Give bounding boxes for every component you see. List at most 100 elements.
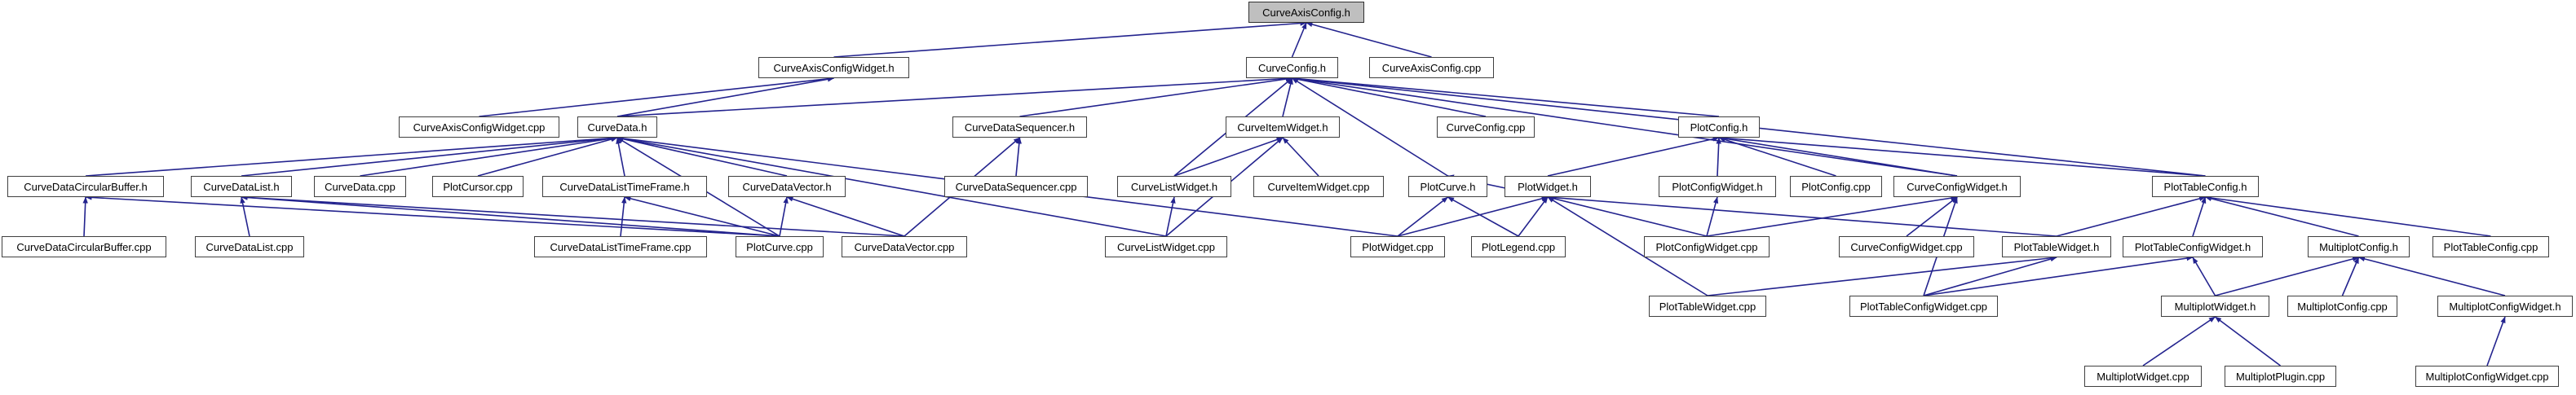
graph-edge: [1165, 196, 1176, 237]
graph-edge: [1015, 137, 1022, 177]
graph-node[interactable]: CurveItemWidget.h: [1226, 116, 1340, 138]
graph-edge: [241, 195, 780, 237]
graph-node[interactable]: CurveConfig.h: [1246, 57, 1338, 78]
graph-edge: [616, 77, 834, 117]
graph-edge: [1547, 136, 1720, 177]
graph-node[interactable]: PlotTableWidget.h: [2002, 236, 2111, 257]
graph-node[interactable]: CurveAxisConfig.h: [1248, 2, 1364, 23]
graph-edge: [1923, 257, 2057, 296]
graph-node[interactable]: CurveDataList.h: [191, 176, 292, 197]
graph-edge: [1282, 137, 1319, 177]
graph-edge: [1706, 196, 1719, 237]
graph-edge: [2486, 316, 2506, 366]
graph-node[interactable]: MultiplotConfigWidget.cpp: [2415, 366, 2559, 387]
graph-node[interactable]: PlotTableConfig.cpp: [2432, 236, 2549, 257]
graph-edge: [1547, 195, 2057, 237]
graph-edge: [2142, 316, 2216, 366]
graph-node[interactable]: MultiplotPlugin.cpp: [2225, 366, 2336, 387]
graph-node[interactable]: CurveData.cpp: [314, 176, 406, 197]
graph-edge: [1716, 137, 1721, 177]
graph-node[interactable]: MultiplotConfig.cpp: [2287, 296, 2397, 317]
graph-edge: [2215, 256, 2359, 296]
graph-node[interactable]: PlotCurve.cpp: [736, 236, 824, 257]
graph-node[interactable]: MultiplotConfig.h: [2308, 236, 2410, 257]
graph-edge: [1292, 76, 1720, 117]
graph-edge: [1718, 136, 1958, 177]
graph-node[interactable]: CurveDataList.cpp: [195, 236, 304, 257]
graph-node[interactable]: MultiplotConfigWidget.h: [2437, 296, 2573, 317]
graph-edge: [616, 76, 1292, 117]
graph-node[interactable]: PlotConfig.cpp: [1790, 176, 1882, 197]
graph-node[interactable]: CurveListWidget.h: [1117, 176, 1231, 197]
graph-node[interactable]: PlotConfig.h: [1678, 116, 1760, 138]
graph-node[interactable]: CurveAxisConfigWidget.cpp: [399, 116, 559, 138]
graph-edge: [2205, 195, 2359, 237]
graph-node[interactable]: CurveAxisConfigWidget.h: [758, 57, 909, 78]
graph-edge: [616, 136, 788, 177]
graph-edge: [2205, 195, 2491, 237]
graph-node[interactable]: CurveDataListTimeFrame.h: [542, 176, 707, 197]
graph-edge: [1292, 77, 1448, 177]
graph-edge: [1547, 195, 1708, 237]
graph-node[interactable]: CurveConfigWidget.cpp: [1839, 236, 1974, 257]
graph-node[interactable]: PlotCursor.cpp: [432, 176, 524, 197]
graph-node[interactable]: CurveDataListTimeFrame.cpp: [534, 236, 707, 257]
graph-node[interactable]: PlotConfigWidget.h: [1659, 176, 1776, 197]
graph-edge: [1397, 196, 1448, 237]
graph-edge: [1706, 195, 1958, 237]
graph-node[interactable]: PlotCurve.h: [1408, 176, 1487, 197]
graph-edge: [1518, 196, 1549, 237]
graph-edge: [1019, 76, 1292, 117]
graph-edge: [85, 135, 618, 177]
graph-node[interactable]: PlotTableConfigWidget.h: [2123, 236, 2263, 257]
graph-node[interactable]: CurveDataSequencer.cpp: [944, 176, 1088, 197]
graph-node[interactable]: CurveDataCircularBuffer.h: [7, 176, 164, 197]
graph-edge: [82, 196, 88, 237]
graph-node[interactable]: CurveDataCircularBuffer.cpp: [2, 236, 166, 257]
graph-edge: [1173, 137, 1284, 177]
graph-edge: [1282, 77, 1293, 117]
graph-node[interactable]: PlotWidget.h: [1505, 176, 1591, 197]
graph-edge: [479, 76, 834, 117]
graph-edge: [1292, 76, 1958, 177]
graph-edge: [786, 196, 905, 237]
graph-edge: [2056, 195, 2206, 237]
graph-edge: [1306, 21, 1432, 58]
graph-edge: [85, 195, 780, 237]
graph-node[interactable]: CurveConfigWidget.h: [1893, 176, 2021, 197]
graph-edge: [1707, 255, 2057, 296]
graph-node[interactable]: PlotTableConfig.h: [2152, 176, 2259, 197]
graph-node[interactable]: CurveDataSequencer.h: [952, 116, 1087, 138]
graph-edge: [241, 195, 905, 237]
graph-node[interactable]: CurveAxisConfig.cpp: [1369, 57, 1494, 78]
graph-node[interactable]: PlotTableWidget.cpp: [1649, 296, 1766, 317]
graph-edge: [1397, 195, 1549, 237]
graph-node[interactable]: PlotConfigWidget.cpp: [1644, 236, 1770, 257]
graph-edge: [2215, 316, 2281, 366]
graph-edge: [620, 196, 627, 237]
graph-node[interactable]: PlotLegend.cpp: [1471, 236, 1566, 257]
graph-edge: [1718, 135, 2206, 177]
graph-edge: [2192, 257, 2216, 296]
graph-node[interactable]: PlotWidget.cpp: [1350, 236, 1445, 257]
graph-edge: [1292, 77, 1487, 117]
graph-edge: [1547, 196, 1708, 296]
graph-node[interactable]: CurveConfig.cpp: [1437, 116, 1535, 138]
graph-node[interactable]: CurveData.h: [577, 116, 657, 138]
graph-edge: [2192, 196, 2207, 237]
graph-node[interactable]: CurveItemWidget.cpp: [1253, 176, 1384, 197]
graph-node[interactable]: MultiplotWidget.h: [2161, 296, 2269, 317]
graph-edge: [833, 20, 1307, 58]
graph-node[interactable]: MultiplotWidget.cpp: [2084, 366, 2202, 387]
graph-edge: [2341, 257, 2360, 296]
graph-edge: [360, 135, 618, 177]
graph-edge: [477, 136, 618, 177]
graph-edge: [240, 196, 250, 237]
graph-node[interactable]: CurveListWidget.cpp: [1105, 236, 1227, 257]
graph-node[interactable]: CurveDataVector.cpp: [842, 236, 967, 257]
graph-node[interactable]: CurveDataVector.h: [728, 176, 846, 197]
graph-edge: [1291, 22, 1307, 58]
graph-edge: [1447, 196, 1519, 237]
graph-node[interactable]: PlotTableConfigWidget.cpp: [1849, 296, 1998, 317]
